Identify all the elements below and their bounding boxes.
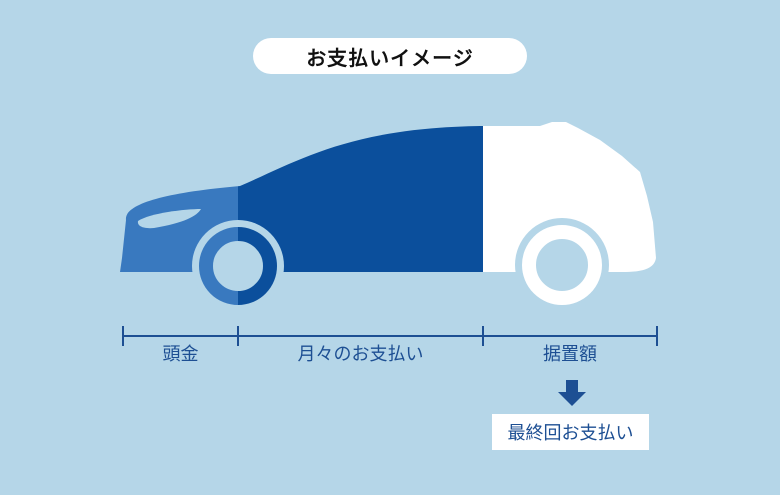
front-wheel [192,220,284,312]
arrow-down-icon [558,380,586,406]
label-residual-value: 据置額 [543,344,597,365]
headlight [137,209,201,229]
label-monthly-payment: 月々のお支払い [297,344,424,365]
rear-wheel [515,218,609,312]
label-down-payment: 頭金 [162,344,199,365]
page-title: お支払いイメージ [253,38,527,74]
final-payment-box: 最終回お支払い [492,414,649,450]
timeline [122,326,658,346]
